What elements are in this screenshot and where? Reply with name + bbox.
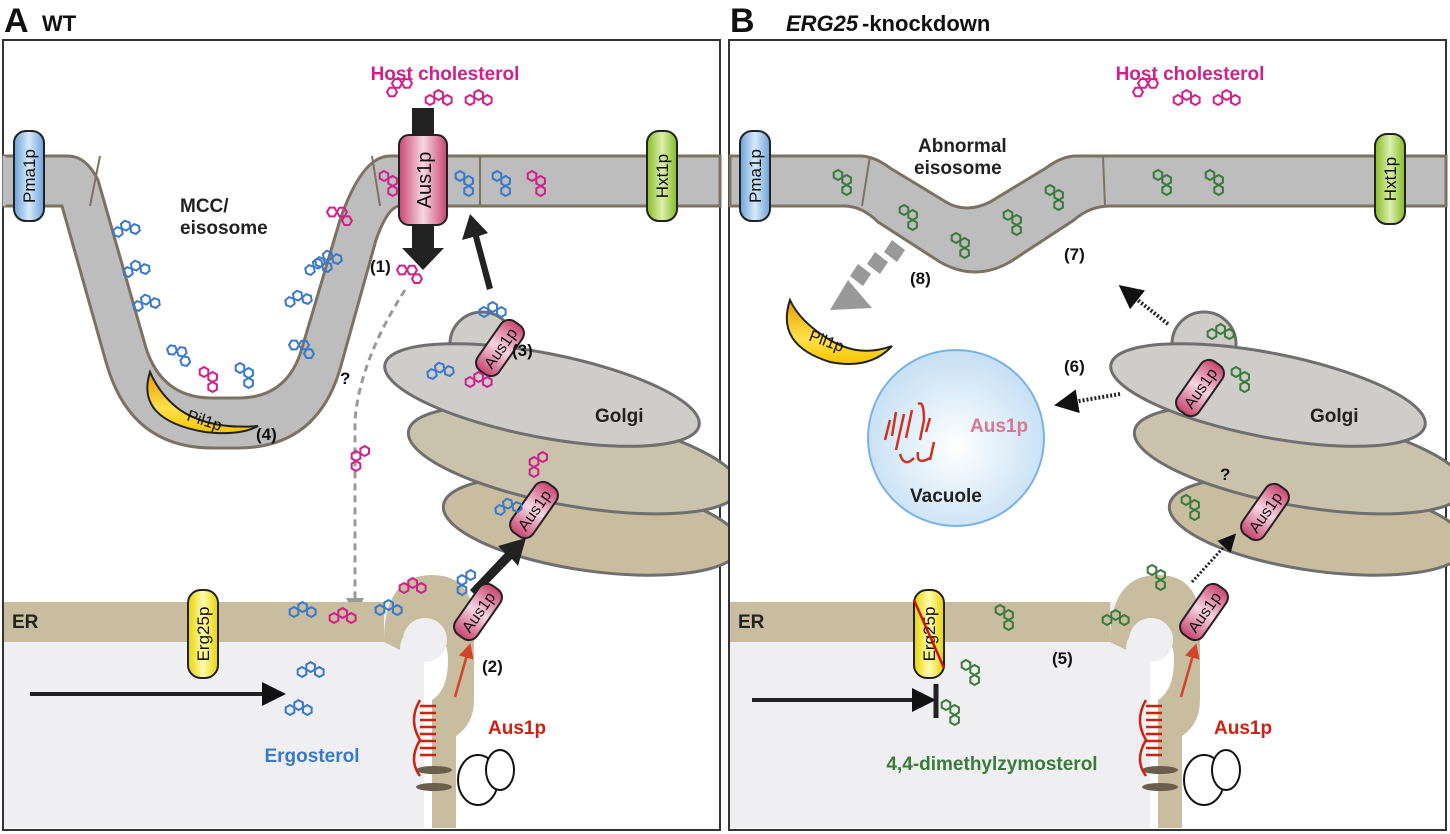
insertion-arrow-a xyxy=(453,643,474,698)
step-4: (4) xyxy=(256,425,277,444)
degraded-aus1p xyxy=(883,402,936,464)
hxt1p-protein-b: Hxt1p xyxy=(1374,133,1406,225)
dimethylzymosterol-label: 4,4-dimethylzymosterol xyxy=(886,754,1097,775)
ribosome-b xyxy=(1142,749,1241,806)
aus1p-pm: Aus1p xyxy=(398,134,448,226)
aus1p-nascent-label-b: Aus1p xyxy=(1214,718,1272,739)
er-label-a: ER xyxy=(12,612,39,633)
vacuole-dotted-arrow xyxy=(1054,389,1121,414)
plasma-membrane-b xyxy=(728,154,1448,274)
step-8: (8) xyxy=(910,269,931,288)
aus1p-nascent-label-a: Aus1p xyxy=(488,718,546,739)
import-arrow-head xyxy=(402,225,444,270)
mcc-label-line1: MCC/ xyxy=(180,196,229,217)
ergosterol-label: Ergosterol xyxy=(264,746,359,767)
step-3: (3) xyxy=(512,341,533,360)
pma1p-protein-b: Pma1p xyxy=(739,130,771,222)
nascent-aus1p-b xyxy=(1146,704,1162,757)
abnormal-eisosome-line2: eisosome xyxy=(914,158,1002,179)
step-7: (7) xyxy=(1064,245,1085,264)
step-5: (5) xyxy=(1052,649,1073,668)
step-6: (6) xyxy=(1064,357,1085,376)
hxt1p-protein: Hxt1p xyxy=(646,130,678,222)
golgi-label-a: Golgi xyxy=(595,406,644,427)
ribosome-a xyxy=(416,749,515,806)
unknown-mark-b: ? xyxy=(1220,465,1230,484)
erg25p-a: Erg25p xyxy=(187,589,219,679)
degradation-arrow xyxy=(830,240,905,310)
pil1p-b: Pil1p xyxy=(785,297,893,365)
er-to-golgi-dotted-arrow xyxy=(1190,533,1237,584)
hxt1p-label: Hxt1p xyxy=(653,154,672,198)
pma1p-label: Pma1p xyxy=(20,149,39,203)
er-label-b: ER xyxy=(738,612,765,633)
vacuole xyxy=(867,349,1045,527)
panel-title-b-rest: -knockdown xyxy=(862,11,990,36)
panel-title-b-gene: ERG25 xyxy=(786,11,859,36)
import-arrow-shaft xyxy=(412,108,434,138)
panel-a: A WT MCC/ eisosome Pma1p Hxt1p Host chol… xyxy=(2,2,743,831)
hxt1p-label-b: Hxt1p xyxy=(1381,157,1400,201)
panel-title-a: WT xyxy=(42,11,77,36)
insertion-arrow-b xyxy=(1179,643,1200,698)
knockdown-strike-icon xyxy=(912,599,946,669)
golgi-b xyxy=(1109,310,1450,577)
pm-delivery-dotted-arrow xyxy=(1118,285,1170,326)
golgi-label-b: Golgi xyxy=(1310,406,1359,427)
erg25p-label-a: Erg25p xyxy=(194,607,213,662)
nascent-aus1p-a xyxy=(420,704,436,757)
step-2: (2) xyxy=(482,657,503,676)
unknown-mark-a: ? xyxy=(340,369,350,388)
pma1p-protein: Pma1p xyxy=(13,130,45,222)
step-1: (1) xyxy=(370,257,391,276)
aus1p-vacuole-label: Aus1p xyxy=(970,416,1028,437)
panel-letter-a: A xyxy=(4,2,29,40)
aus1p-pm-label: Aus1p xyxy=(414,152,436,209)
vacuole-label: Vacuole xyxy=(910,486,982,507)
panel-letter-b: B xyxy=(730,2,755,40)
er-to-golgi-arrow xyxy=(470,538,526,596)
abnormal-eisosome-line1: Abnormal xyxy=(918,136,1007,157)
erg25p-b-knocked-down: Erg25p xyxy=(912,589,946,679)
panel-b: B ERG25 -knockdown Abnormal eisosome Pma… xyxy=(728,2,1450,831)
retrograde-dashed-arrow xyxy=(346,289,407,616)
exocytosis-arrow xyxy=(462,214,493,290)
pma1p-label-b: Pma1p xyxy=(746,149,765,203)
mcc-label-line2: eisosome xyxy=(180,218,268,239)
